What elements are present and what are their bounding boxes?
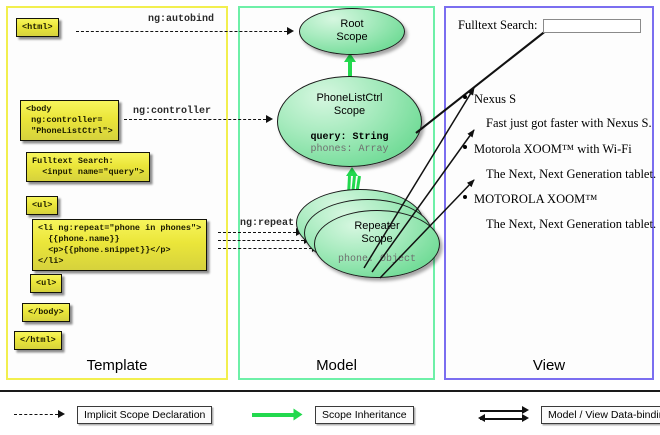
view-phone-name-3: MOTOROLA XOOM™: [474, 192, 598, 206]
scope-ctrl-prop-query: query: String: [310, 132, 389, 143]
scope-ctrl-title-2: Scope: [333, 105, 366, 117]
view-search-row: Fulltext Search:: [458, 18, 641, 33]
code-box-html-open: <html>: [16, 18, 59, 37]
bullet-icon: [463, 195, 467, 199]
view-phone-item-3: MOTOROLA XOOM™: [463, 190, 598, 208]
code-box-ul-close: <ul>: [30, 274, 63, 293]
view-content: Fulltext Search: Nexus S Fast just got f…: [452, 12, 656, 352]
green-arrow-icon: [252, 405, 308, 425]
scope-root-title-2: Scope: [336, 31, 368, 43]
dashed-line-autobind: [76, 31, 287, 32]
double-arrow-icon: [478, 405, 534, 425]
legend-label-data-binding: Model / View Data-binding: [541, 406, 660, 424]
inheritance-arrowhead-ctrl-to-root: [344, 53, 356, 62]
scope-root-title-1: Root: [340, 18, 364, 30]
dashed-line-repeat-2: [218, 240, 304, 241]
arrowhead-controller: [266, 115, 273, 123]
dashed-line-repeat-3: [218, 248, 312, 249]
inheritance-line-ctrl-to-root: [348, 62, 352, 78]
legend-separator: [0, 390, 660, 392]
arrowhead-autobind: [287, 27, 294, 35]
legend-item-scope-inheritance: Scope Inheritance: [252, 405, 414, 425]
code-box-body-open: <body ng:controller= "PhoneListCtrl">: [20, 100, 119, 141]
legend-item-implicit-scope: Implicit Scope Declaration: [14, 405, 213, 425]
legend-label-scope-inheritance: Scope Inheritance: [315, 406, 414, 424]
panel-view-label: View: [532, 357, 566, 374]
view-search-label: Fulltext Search:: [458, 18, 538, 32]
scope-repeater-title-1: Repeater: [354, 220, 400, 232]
dashed-line-controller: [124, 119, 266, 120]
bullet-icon: [463, 95, 467, 99]
legend-item-data-binding: Model / View Data-binding: [478, 405, 660, 425]
view-phone-snippet-3: The Next, Next Generation tablet.: [486, 217, 657, 231]
code-box-body-close: </body>: [22, 303, 70, 322]
panel-model-label: Model: [316, 357, 357, 374]
scope-repeater-title-2: Scope: [361, 233, 393, 245]
edge-label-controller: ng:controller: [133, 106, 212, 117]
view-phone-name-1: Nexus S: [474, 92, 517, 106]
panel-template-label: Template: [86, 357, 148, 374]
scope-root: Root Scope: [299, 8, 405, 55]
scope-ctrl-title-1: PhoneListCtrl: [316, 92, 383, 104]
view-phone-name-2: Motorola XOOM™ with Wi-Fi: [474, 142, 632, 156]
edge-label-repeat: ng:repeat: [240, 218, 295, 229]
code-box-li-repeat: <li ng:repeat="phone in phones"> {{phone…: [32, 219, 208, 271]
view-phone-item-2: Motorola XOOM™ with Wi-Fi: [463, 140, 632, 158]
dashed-line-repeat-1: [218, 232, 296, 233]
legend-label-implicit-scope: Implicit Scope Declaration: [77, 406, 213, 424]
scope-phonelistctrl: PhoneListCtrl Scope query: String phones…: [277, 76, 422, 167]
bullet-icon: [463, 145, 467, 149]
edge-label-autobind: ng:autobind: [148, 14, 215, 25]
scope-repeater-stack: Repeater Scope phone: Object: [296, 189, 440, 289]
scope-repeater-front: Repeater Scope phone: Object: [314, 210, 440, 278]
view-phone-item-1: Nexus S: [463, 90, 517, 108]
view-phone-snippet-1: Fast just got faster with Nexus S.: [486, 116, 652, 130]
view-phone-snippet-2: The Next, Next Generation tablet.: [486, 167, 657, 181]
code-box-ul-open: <ul>: [26, 196, 59, 215]
inheritance-arrowhead-rep-to-ctrl: [346, 167, 358, 176]
code-box-search: Fulltext Search: <input name="query">: [26, 152, 151, 182]
view-search-input[interactable]: [542, 18, 641, 33]
scope-ctrl-prop-phones: phones: Array: [310, 144, 389, 155]
scope-repeater-prop-phone: phone: Object: [337, 254, 416, 265]
code-box-html-close: </html>: [14, 331, 62, 350]
panel-template: Template: [6, 6, 228, 380]
dashed-arrow-icon: [14, 405, 70, 425]
